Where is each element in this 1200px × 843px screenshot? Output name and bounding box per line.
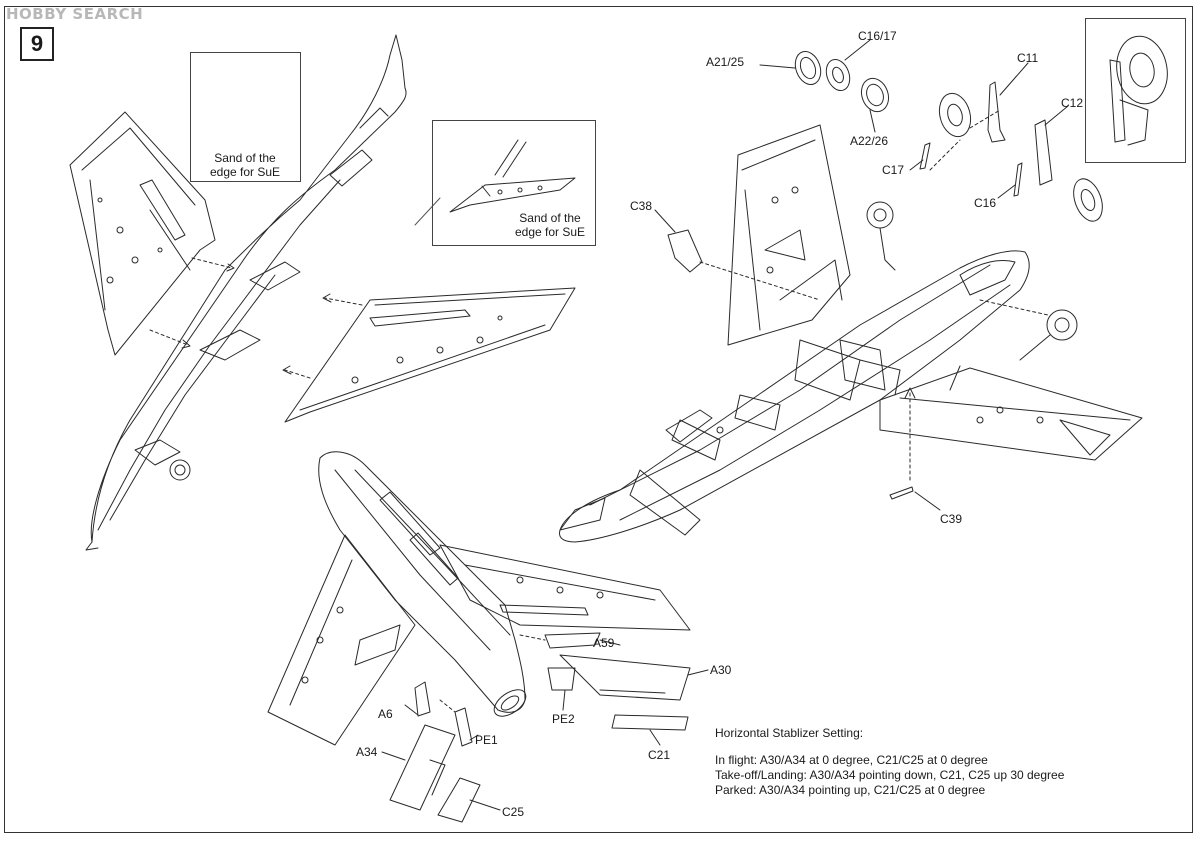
detail-note-left-line2: edge for SuE (209, 165, 281, 179)
detail-box-left (190, 52, 301, 182)
label-a22-26: A22/26 (850, 134, 889, 148)
part-c11-shape (987, 81, 1006, 143)
detail-inset-gear-drawing (1109, 35, 1168, 146)
part-pe1-shape (454, 707, 473, 747)
part-a34-shape (389, 724, 456, 811)
part-a59-shape (544, 632, 601, 649)
detail-note-center-line1: Sand of the (519, 211, 581, 225)
step-number-badge: 9 (20, 27, 54, 61)
label-c25: C25 (502, 805, 525, 819)
label-c21: C21 (648, 748, 671, 762)
part-c38-shape (667, 229, 703, 273)
stabilizer-setting-notes: Horizontal Stablizer Setting: In flight:… (715, 726, 1115, 798)
label-a30: A30 (710, 663, 732, 677)
label-c12: C12 (1061, 96, 1084, 110)
detail-note-left: Sand of the edge for SuE (197, 151, 293, 179)
part-c12-shape (1034, 119, 1053, 186)
detail-box-gear (1085, 18, 1186, 163)
label-c17: C17 (882, 163, 905, 177)
label-a59: A59 (593, 636, 615, 650)
label-a34: A34 (356, 745, 378, 759)
label-c11: C11 (1017, 51, 1039, 65)
stabilizer-setting-in-flight: In flight: A30/A34 at 0 degree, C21/C25 … (715, 753, 988, 767)
rear-aircraft-underside (267, 451, 709, 823)
page-frame (4, 6, 1193, 833)
left-aircraft-underside (69, 34, 576, 551)
label-a6: A6 (378, 707, 393, 721)
label-c16-17: C16/17 (858, 29, 897, 43)
detail-inset-center-drawing (449, 139, 576, 213)
label-pe1: PE1 (475, 733, 498, 747)
detail-note-center: Sand of the edge for SuE (505, 211, 595, 239)
part-c25-shape (437, 777, 481, 823)
label-c39: C39 (940, 512, 963, 526)
label-pe2: PE2 (552, 712, 575, 726)
stabilizer-setting-heading: Horizontal Stablizer Setting: (715, 726, 864, 740)
part-c21-shape (611, 714, 689, 731)
part-c16-shape (1013, 162, 1023, 197)
label-c16: C16 (974, 196, 997, 210)
watermark-logo: HOBBY SEARCH (6, 5, 144, 23)
part-a30-shape (559, 654, 691, 701)
stabilizer-setting-takeoff-landing: Take-off/Landing: A30/A34 pointing down,… (715, 768, 1065, 782)
detail-note-center-line2: edge for SuE (514, 225, 586, 239)
part-a6-shape (414, 681, 431, 717)
label-c38: C38 (630, 199, 653, 213)
part-c39-shape (889, 486, 914, 500)
detail-box-center (432, 120, 596, 246)
label-a21-25: A21/25 (706, 55, 745, 69)
part-c17-shape (919, 142, 931, 170)
part-pe2-shape (547, 667, 576, 691)
detail-note-left-line1: Sand of the (214, 151, 276, 165)
right-aircraft-main (559, 39, 1143, 543)
stabilizer-setting-parked: Parked: A30/A34 pointing up, C21/C25 at … (715, 783, 986, 797)
